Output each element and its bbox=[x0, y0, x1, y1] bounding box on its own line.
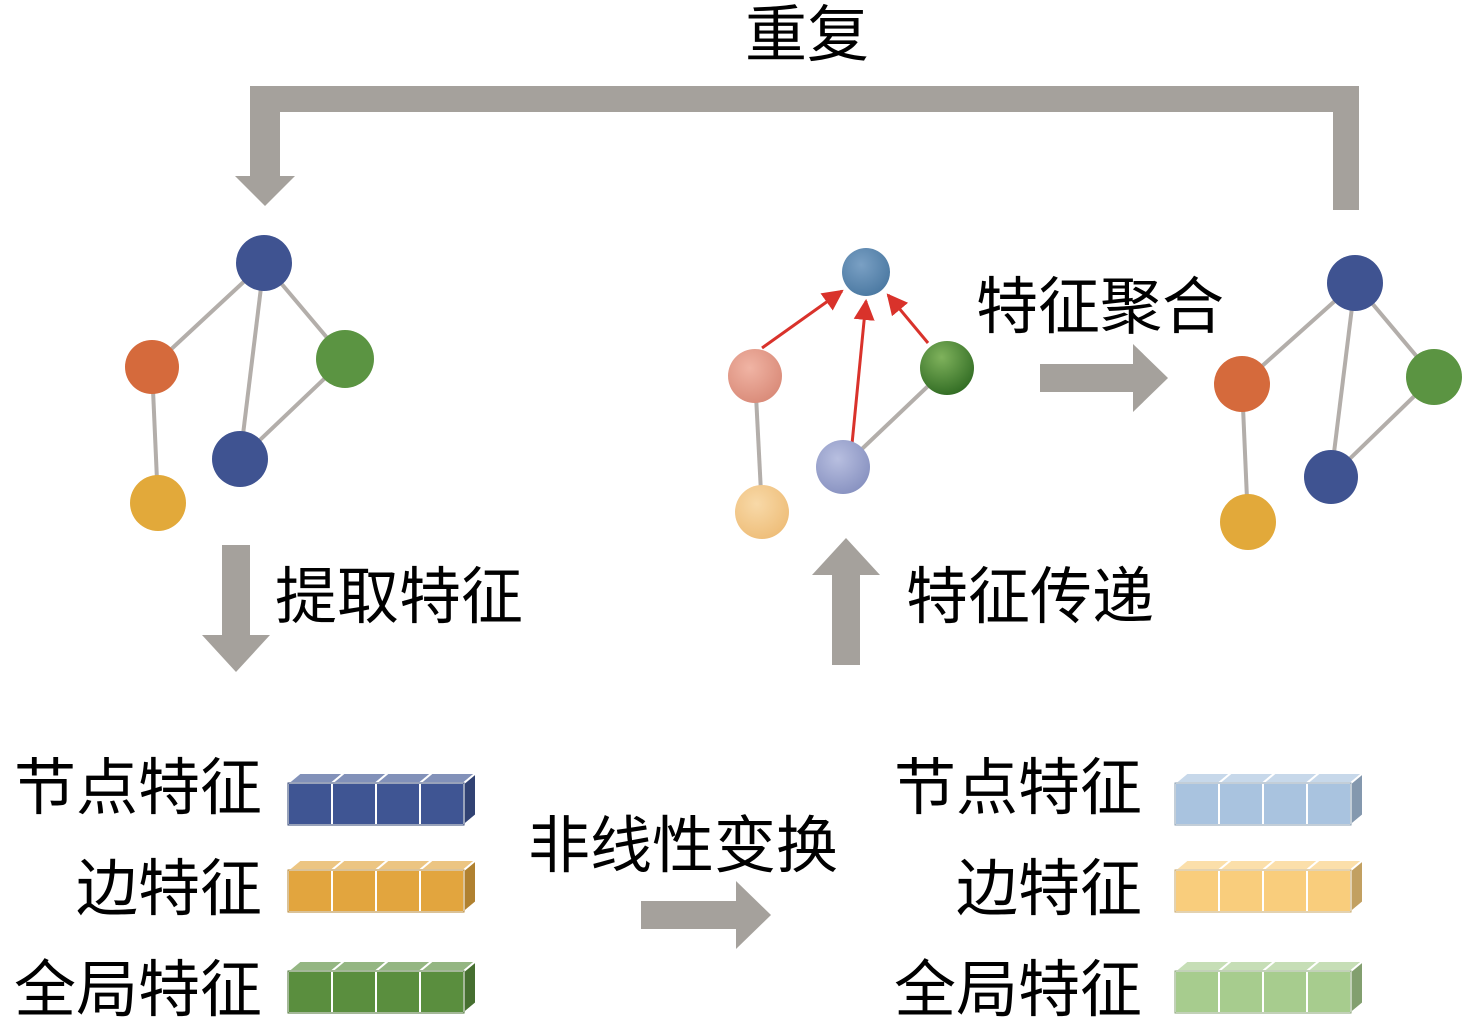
graph-node bbox=[316, 330, 374, 388]
aggregate-arrow bbox=[1040, 344, 1168, 412]
right-global-feature-label: 全局特征 bbox=[893, 953, 1142, 1026]
extract-arrow bbox=[202, 545, 270, 672]
feature-cell bbox=[375, 772, 433, 826]
right-node-feature-label: 节点特征 bbox=[893, 751, 1142, 824]
feature-cell bbox=[419, 772, 477, 826]
graph-node bbox=[130, 475, 186, 531]
extract-features-label: 提取特征 bbox=[275, 560, 524, 633]
feature-cell bbox=[1262, 772, 1320, 826]
feature-cell bbox=[1218, 772, 1276, 826]
graph-node bbox=[728, 349, 782, 403]
feature-cell bbox=[1306, 859, 1364, 913]
propagate-arrow bbox=[812, 538, 880, 665]
feature-cell bbox=[1174, 859, 1232, 913]
graph-node bbox=[735, 485, 789, 539]
output-graph bbox=[1214, 255, 1462, 550]
global-feature-vector-output bbox=[1174, 960, 1364, 1014]
target-node bbox=[842, 248, 890, 296]
graph-node bbox=[816, 440, 870, 494]
graph-node bbox=[212, 431, 268, 487]
graph-node bbox=[1220, 494, 1276, 550]
input-graph bbox=[125, 235, 374, 531]
graph-node bbox=[1327, 255, 1383, 311]
left-node-feature-label: 节点特征 bbox=[13, 751, 262, 824]
node-feature-vector-input bbox=[287, 772, 477, 826]
node-feature-vector-output bbox=[1174, 772, 1364, 826]
message-passing-graph bbox=[728, 248, 974, 539]
global-feature-vector-input bbox=[287, 960, 477, 1014]
aggregate-features-label: 特征聚合 bbox=[976, 270, 1225, 343]
edge-feature-vector-input bbox=[287, 859, 477, 913]
message-arrows bbox=[761, 289, 930, 445]
graph-node bbox=[125, 340, 179, 394]
feature-cell bbox=[419, 960, 477, 1014]
right-edge-feature-label: 边特征 bbox=[955, 852, 1142, 925]
left-edge-feature-label: 边特征 bbox=[75, 852, 262, 925]
graph-node bbox=[236, 235, 292, 291]
feature-cell bbox=[419, 859, 477, 913]
feature-cell bbox=[331, 772, 389, 826]
nonlinear-transform-label: 非线性变换 bbox=[528, 809, 839, 882]
graph-node bbox=[1406, 349, 1462, 405]
graph-node bbox=[920, 341, 974, 395]
graph-node bbox=[1304, 450, 1358, 504]
propagate-features-label: 特征传递 bbox=[906, 560, 1155, 633]
feature-cell bbox=[1306, 960, 1364, 1014]
feature-cell bbox=[1306, 772, 1364, 826]
transform-arrow bbox=[641, 881, 771, 949]
repeat-label: 重复 bbox=[745, 0, 870, 71]
graph-node bbox=[1214, 356, 1270, 412]
edge-feature-vector-output bbox=[1174, 859, 1364, 913]
feature-cell bbox=[375, 960, 433, 1014]
left-global-feature-label: 全局特征 bbox=[13, 953, 262, 1026]
repeat-arrow bbox=[235, 86, 1359, 210]
